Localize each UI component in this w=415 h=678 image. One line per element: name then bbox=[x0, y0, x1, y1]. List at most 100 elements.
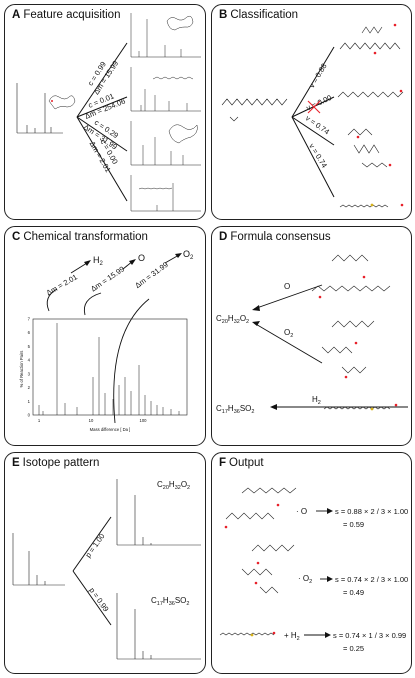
output-molecule-3 bbox=[219, 632, 275, 636]
heteroatom-marks bbox=[356, 23, 404, 207]
score-result: = 0.49 bbox=[343, 588, 364, 597]
source-isotope-spectrum bbox=[12, 533, 65, 586]
score-result: = 0.59 bbox=[343, 520, 364, 529]
output-operators: · O · O2 + H2 bbox=[284, 507, 312, 642]
candidate-molecule-3 bbox=[347, 128, 388, 168]
transform-arrows bbox=[46, 254, 180, 424]
source-molecule bbox=[221, 98, 288, 122]
transform-label: Δm = 31.99 bbox=[133, 260, 170, 290]
operator-o2: · O2 bbox=[298, 574, 312, 585]
molecule-upper bbox=[311, 254, 391, 292]
molecule-chain bbox=[323, 406, 391, 410]
score-texts: s = 0.88 × 2 / 3 × 1.00 = 0.59 s = 0.74 … bbox=[333, 507, 408, 653]
score-formula: s = 0.74 × 2 / 3 × 1.00 bbox=[335, 575, 408, 584]
transform-products: H2 O O2 bbox=[93, 249, 194, 267]
feature-acquisition-diagram: c = 0.99 Δm = 15.99 c = 0.01 Δm = 254.06… bbox=[16, 13, 201, 212]
x-tick-label: 1 bbox=[38, 418, 41, 423]
score-formula: s = 0.88 × 2 / 3 × 1.00 bbox=[335, 507, 408, 516]
branch-labels: c = 0.99 Δm = 15.99 c = 0.01 Δm = 254.06… bbox=[82, 59, 127, 174]
product-o: O bbox=[138, 253, 145, 263]
heteroatom-marks bbox=[318, 275, 398, 407]
consensus-molecules bbox=[311, 254, 391, 410]
branch-lines bbox=[72, 516, 112, 626]
y-tick-label: 1 bbox=[28, 399, 31, 404]
formula-c17h36so2: C17H36SO2 bbox=[216, 404, 254, 415]
score-formula: s = 0.74 × 1 / 3 × 0.99 bbox=[333, 631, 406, 640]
output-molecule-2 bbox=[241, 544, 295, 594]
y-tick-label: 4 bbox=[28, 358, 31, 363]
y-tick-label: 3 bbox=[28, 371, 31, 376]
y-tick-label: 7 bbox=[28, 317, 31, 322]
heteroatom-marks bbox=[224, 503, 280, 635]
formula-c20h32o2: C20H32O2 bbox=[216, 314, 249, 325]
classification-diagram: v = 0.88 v = 0.00 v = 0.74 v = 0.74 bbox=[221, 23, 404, 208]
y-axis-label: % of Reaction Pairs bbox=[19, 351, 24, 388]
candidate-spectrum-3 bbox=[130, 121, 201, 166]
candidate-molecules bbox=[337, 26, 404, 208]
score-result: = 0.25 bbox=[343, 644, 364, 653]
candidate-spectrum-4 bbox=[130, 175, 201, 212]
output-molecules bbox=[219, 487, 297, 636]
formula-c20h32o2: C20H32O2 bbox=[157, 480, 190, 491]
consensus-arrows bbox=[253, 284, 408, 408]
branch-label: v = 0.74 bbox=[304, 114, 331, 137]
branch-label: p = 1.00 bbox=[83, 532, 106, 560]
arrow-label-o2: O2 bbox=[284, 328, 293, 339]
candidate-molecule-1 bbox=[339, 26, 401, 50]
output-molecule-1 bbox=[225, 487, 297, 520]
operator-o: · O bbox=[296, 507, 307, 516]
candidate-spectra bbox=[130, 13, 201, 212]
arrow-heads bbox=[84, 253, 182, 266]
output-arrows bbox=[304, 510, 330, 636]
branch-label: v = 0.88 bbox=[307, 62, 329, 90]
sulfur-mark bbox=[370, 407, 374, 411]
y-tick-label: 2 bbox=[28, 385, 31, 390]
branch-lines bbox=[291, 46, 335, 198]
formula-c17h36so2: C17H36SO2 bbox=[151, 596, 189, 607]
molecule-lower bbox=[321, 320, 375, 374]
operator-h2: + H2 bbox=[284, 631, 300, 642]
arrow-label-o: O bbox=[284, 282, 290, 291]
x-tick-labels: 1 10 100 bbox=[38, 418, 147, 423]
transformation-chart: Δm = 2.01 Δm = 15.99 Δm = 31.99 H2 O O2 … bbox=[19, 249, 194, 432]
candidate-spectrum-2 bbox=[130, 67, 201, 112]
transform-label: Δm = 15.99 bbox=[89, 264, 126, 293]
arrow-heads bbox=[252, 305, 277, 410]
transform-label: Δm = 2.01 bbox=[45, 272, 79, 297]
rejected-mark bbox=[307, 100, 321, 114]
branch-lines bbox=[76, 42, 128, 202]
transform-labels: Δm = 2.01 Δm = 15.99 Δm = 31.99 bbox=[45, 260, 170, 297]
x-tick-label: 100 bbox=[140, 418, 148, 423]
arrow-labels: O O2 H2 bbox=[284, 282, 321, 406]
candidate-molecule-4 bbox=[339, 204, 389, 208]
source-spectrum bbox=[16, 83, 76, 134]
product-o2: O2 bbox=[183, 249, 194, 261]
branch-labels: p = 1.00 p = 0.99 bbox=[83, 532, 110, 614]
x-tick-label: 10 bbox=[89, 418, 94, 423]
branch-label: v = 0.74 bbox=[307, 142, 329, 170]
arrow-heads bbox=[325, 508, 333, 638]
x-axis-label: Mass difference [ Da ] bbox=[90, 427, 131, 432]
isotope-pattern-diagram: p = 1.00 p = 0.99 C20H32O2 C17H36SO2 bbox=[12, 479, 201, 660]
branch-label: p = 0.99 bbox=[88, 586, 111, 614]
arrow-label-h2: H2 bbox=[312, 395, 321, 406]
product-h2: H2 bbox=[93, 255, 104, 267]
y-tick-label: 5 bbox=[28, 344, 31, 349]
histogram-bars bbox=[38, 323, 180, 415]
y-tick-label: 0 bbox=[28, 413, 31, 418]
plot-frame bbox=[32, 318, 188, 416]
candidate-molecule-2 bbox=[337, 91, 404, 98]
branch-labels: v = 0.88 v = 0.00 v = 0.74 v = 0.74 bbox=[304, 62, 333, 170]
